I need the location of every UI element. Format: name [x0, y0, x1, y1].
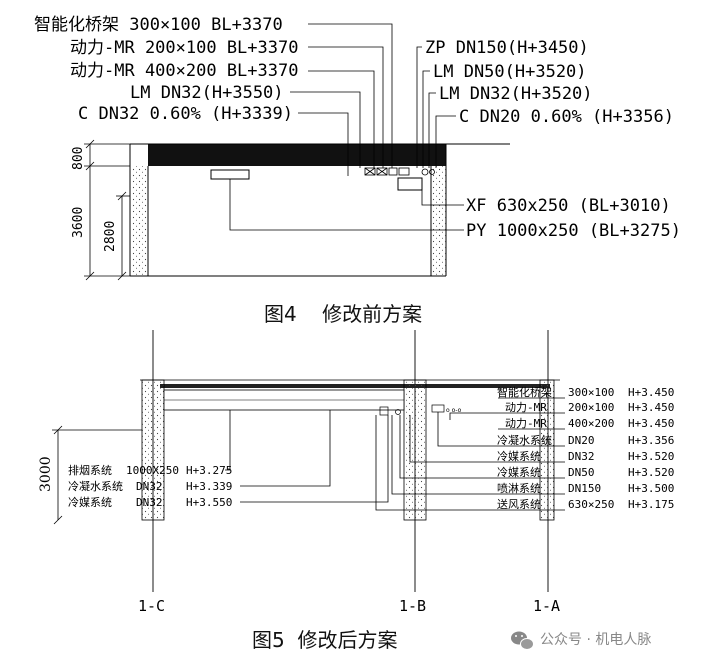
watermark: 公众号 · 机电人脉	[511, 631, 651, 650]
fig5-rt-6-elev: H+3.500	[628, 482, 674, 495]
fig4-label-right-1: LM DN50(H+3520)	[433, 62, 587, 82]
fig5-rt-1-name: 动力-MR	[505, 401, 547, 414]
fig5-lt-0-elev: H+3.275	[186, 464, 232, 477]
fig5-rt-2-name: 动力-MR	[505, 417, 547, 430]
fig5-rt-7-size: 630×250	[568, 498, 614, 511]
fig5-lt-0-name: 排烟系统	[68, 463, 112, 477]
fig5-grid-1c: 1-C	[138, 597, 165, 615]
fig4-py-duct	[210, 169, 250, 180]
fig4-dimensions	[84, 139, 130, 281]
fig5-lt-0-size: 1000X250	[126, 464, 179, 477]
fig5-lt-1-name: 冷凝水系统	[68, 479, 123, 493]
fig4-label-left-2: 动力-MR 400×200 BL+3370	[70, 61, 298, 81]
wechat-icon	[511, 631, 534, 650]
fig5-rt-3-name: 冷凝水系统	[497, 433, 552, 447]
fig4-dim-3600: 3600	[71, 207, 86, 238]
fig5-grid-1b: 1-B	[399, 597, 426, 615]
fig5-leaders-right	[375, 397, 565, 511]
fig5-rt-6-size: DN150	[568, 482, 601, 495]
fig5-lt-1-elev: H+3.339	[186, 480, 232, 493]
fig5-rt-2-elev: H+3.450	[628, 417, 674, 430]
fig5-rt-1-elev: H+3.450	[628, 401, 674, 414]
fig5-dimension	[52, 425, 142, 525]
fig4-label-left-1: 动力-MR 200×100 BL+3370	[70, 38, 298, 58]
fig5-rt-2-size: 400×200	[568, 417, 614, 430]
fig4-label-left-0: 智能化桥架 300×100 BL+3370	[34, 15, 283, 35]
fig4-label-right-3: C DN20 0.60% (H+3356)	[459, 107, 674, 127]
fig4-dim-800: 800	[71, 147, 86, 170]
fig5-rt-5-name: 冷媒系统	[497, 466, 541, 479]
figure4: 智能化桥架 300×100 BL+3370 动力-MR 200×100 BL+3…	[34, 15, 681, 326]
fig5-rt-4-name: 冷媒系统	[497, 450, 541, 463]
fig5-dim-3000: 3000	[38, 456, 54, 492]
fig5-caption: 图5 修改后方案	[252, 628, 397, 652]
fig5-rt-0-name: 智能化桥架	[497, 385, 552, 399]
fig5-rt-0-size: 300×100	[568, 386, 614, 399]
fig5-wall-mid	[403, 379, 427, 521]
fig5-wall-left	[141, 379, 165, 521]
svg-text:o o-o: o o-o	[446, 407, 462, 414]
fig5-rt-5-elev: H+3.520	[628, 466, 674, 479]
fig5-rt-7-elev: H+3.175	[628, 498, 674, 511]
fig5-right-table: 智能化桥架 300×100 H+3.450 动力-MR 200×100 H+3.…	[497, 385, 674, 511]
fig5-rt-5-size: DN50	[568, 466, 595, 479]
fig4-label-right-0: ZP DN150(H+3450)	[425, 38, 589, 58]
fig4-slab	[148, 144, 446, 166]
fig5-lt-1-size: DN32	[136, 480, 163, 493]
fig5-slab	[160, 384, 550, 388]
fig5-lt-2-elev: H+3.550	[186, 496, 232, 509]
fig4-label-bottom-0: XF 630x250 (BL+3010)	[466, 196, 671, 216]
fig5-rt-4-size: DN32	[568, 450, 595, 463]
fig5-grid-1a: 1-A	[533, 597, 560, 615]
fig4-label-right-2: LM DN32(H+3520)	[439, 84, 593, 104]
fig5-rt-0-elev: H+3.450	[628, 386, 674, 399]
fig5-rt-3-elev: H+3.356	[628, 434, 674, 447]
fig5-rt-3-size: DN20	[568, 434, 595, 447]
watermark-text: 公众号 · 机电人脉	[540, 632, 651, 648]
fig4-dim-2800: 2800	[103, 221, 118, 252]
fig5-lt-2-name: 冷媒系统	[68, 496, 112, 509]
fig5-rt-1-size: 200×100	[568, 401, 614, 414]
fig5-rt-6-name: 喷淋系统	[497, 482, 541, 495]
fig5-wall-right	[539, 379, 555, 521]
fig4-leaders	[229, 23, 464, 231]
fig5-rt-7-name: 送风系统	[497, 497, 541, 511]
fig4-caption: 图4 修改前方案	[264, 302, 422, 326]
fig5-leaders-left	[225, 410, 389, 503]
fig5-left-table: 排烟系统 1000X250 H+3.275 冷凝水系统 DN32 H+3.339…	[68, 463, 232, 509]
fig5-lt-2-size: DN32	[136, 496, 163, 509]
fig4-trays	[347, 167, 435, 176]
fig5-rt-4-elev: H+3.520	[628, 450, 674, 463]
fig4-label-left-3: LM DN32(H+3550)	[130, 83, 284, 103]
fig4-label-bottom-1: PY 1000x250 (BL+3275)	[466, 221, 681, 241]
figure5: o o-o	[38, 330, 674, 652]
fig4-xf-duct	[397, 177, 423, 191]
fig4-label-left-4: C DN32 0.60% (H+3339)	[78, 104, 293, 124]
